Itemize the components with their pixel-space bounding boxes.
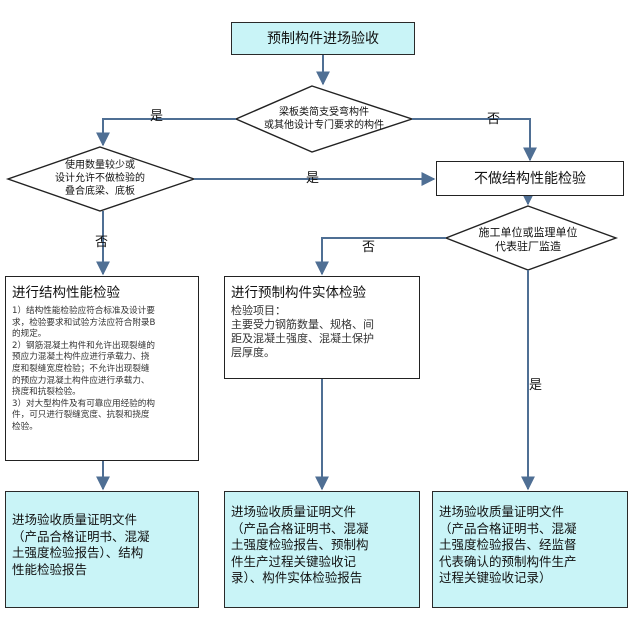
label-d1-no: 否 [487, 112, 501, 127]
connector-d1-no [412, 118, 537, 162]
connector-d1-yes [96, 118, 236, 147]
label-d1-yes: 是 [150, 109, 164, 124]
structural-check-items: 1）结构性能检验应符合标准及设计要 求，检验要求和试验方法应符合附录B 的规定。… [12, 306, 156, 432]
decision-2-line-2: 设计允许不做检验的 [55, 173, 145, 184]
result-1-text: 进场验收质量证明文件 （产品合格证明书、混凝 土强度检验报告）、结构 性能检验报… [12, 512, 150, 577]
result-node-1: 进场验收质量证明文件 （产品合格证明书、混凝 土强度检验报告）、结构 性能检验报… [5, 491, 199, 608]
label-d2-yes: 是 [306, 171, 320, 186]
result-3-text: 进场验收质量证明文件 （产品合格证明书、混凝 土强度检验报告、经监督 代表确认的… [439, 504, 577, 585]
entity-check-title: 进行预制构件实体检验 [231, 285, 366, 301]
decision-3-text: 施工单位或监理单位 代表驻厂监造 [454, 226, 602, 254]
decision-2-line-3: 叠合底梁、底板 [65, 186, 135, 197]
structural-check-title: 进行结构性能检验 [12, 285, 120, 301]
structural-check-node: 进行结构性能检验 1）结构性能检验应符合标准及设计要 求，检验要求和试验方法应符… [5, 276, 199, 461]
start-node: 预制构件进场验收 [231, 22, 415, 55]
decision-3-line-1: 施工单位或监理单位 [478, 226, 578, 239]
label-d3-no: 否 [362, 240, 376, 255]
decision-2-line-1: 使用数量较少或 [65, 160, 135, 171]
decision-2-text: 使用数量较少或 设计允许不做检验的 叠合底梁、底板 [30, 159, 170, 198]
result-2-text: 进场验收质量证明文件 （产品合格证明书、混凝 土强度检验报告、预制构 件生产过程… [231, 504, 369, 585]
result-node-2: 进场验收质量证明文件 （产品合格证明书、混凝 土强度检验报告、预制构 件生产过程… [224, 491, 420, 608]
decision-1-line-1: 梁板类简支受弯构件 [279, 107, 369, 118]
decision-diamond-1 [234, 85, 415, 153]
entity-check-body: 检验项目： 主要受力钢筋数量、规格、间 距及混凝土强度、混凝土保护 层厚度。 [231, 304, 374, 359]
result-node-3: 进场验收质量证明文件 （产品合格证明书、混凝 土强度检验报告、经监督 代表确认的… [432, 491, 628, 608]
decision-diamond-2 [5, 146, 197, 212]
decision-3-line-2: 代表驻厂监造 [495, 240, 561, 253]
entity-check-node: 进行预制构件实体检验 检验项目： 主要受力钢筋数量、规格、间 距及混凝土强度、混… [224, 276, 420, 379]
decision-1-text: 梁板类简支受弯构件 或其他设计专门要求的构件 [236, 106, 412, 132]
connector-d3-no [315, 237, 446, 276]
decision-1-line-2: 或其他设计专门要求的构件 [264, 120, 384, 131]
label-d2-no: 否 [95, 235, 109, 250]
label-d3-yes: 是 [529, 378, 543, 393]
no-structural-check-node: 不做结构性能检验 [436, 161, 624, 196]
